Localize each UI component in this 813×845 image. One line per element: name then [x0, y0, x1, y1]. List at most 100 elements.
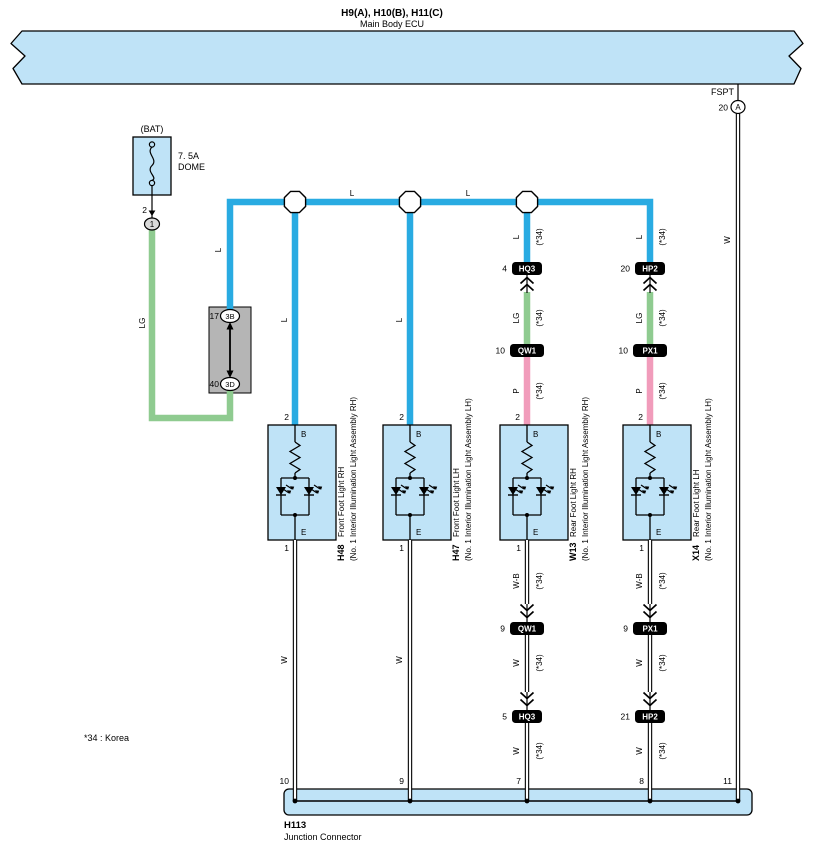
pin-out-h48: 1 [284, 543, 289, 553]
assembly-detail-h48: (No. 1 Interior Illumination Light Assem… [349, 397, 358, 561]
wire-note-k34-w-x14-mid: (*34) [658, 654, 667, 672]
connector-box-hp2-bottom [635, 710, 665, 723]
assembly-box-h48 [267, 424, 337, 541]
wire-label-w-h47: W [395, 656, 404, 664]
wire-label-w-x14-mid: W [635, 659, 644, 667]
wire-label-lg-x14: LG [635, 313, 644, 324]
pin-out-w13: 1 [516, 543, 521, 553]
connector-pin-hp2-bottom: 21 [621, 712, 631, 722]
pin-in-h48: 2 [284, 412, 289, 422]
terminal-b-h47: B [416, 430, 421, 439]
wire-label-wb-w13: W-B [512, 573, 521, 588]
fuse-rating: 7. 5A [178, 151, 199, 161]
fuse-pin-arrow [148, 210, 156, 216]
connector-pin-px1-top: 10 [619, 346, 629, 356]
ecu-title: H9(A), H10(B), H11(C) [341, 8, 443, 19]
wire-l-bus [226, 198, 654, 311]
wire-note-k34-wb-x14: (*34) [658, 572, 667, 590]
junction-pin-ecu: 11 [723, 776, 732, 786]
wire-note-k34-p-x14: (*34) [658, 382, 667, 400]
assembly-box-h47 [382, 424, 452, 541]
wire-label-l-relay: L [214, 247, 223, 252]
connector-pin-qw1-top: 10 [496, 346, 506, 356]
connector-box-hq3-bottom [512, 710, 542, 723]
connector-1-oval [143, 217, 161, 231]
connector-box-hp2-top [635, 262, 665, 275]
assembly-box-w13 [499, 424, 569, 541]
relay-arrow-down [226, 370, 234, 378]
junction-pin-w13: 7 [516, 776, 521, 786]
assembly-id-x14: X14 [691, 545, 701, 561]
assembly-name-h47: Front Foot Light LH [452, 468, 461, 537]
assembly-detail-w13: (No. 1 Interior Illumination Light Assem… [581, 397, 590, 561]
wire-label-wb-x14: W-B [635, 573, 644, 588]
splice-octagon-2 [398, 190, 422, 214]
terminal-e-x14: E [656, 528, 661, 537]
connector-box-px1-bottom [633, 622, 667, 635]
junction-connector-box [283, 788, 753, 816]
connector-3b-label: 3B [225, 312, 234, 321]
connector-label-px1-top: PX1 [642, 347, 658, 356]
connector-3d-oval [219, 376, 241, 392]
wire-note-k34-l-w13: (*34) [535, 228, 544, 246]
wire-label-w-w13-mid: W [512, 659, 521, 667]
pin-in-h47: 2 [399, 412, 404, 422]
assembly-id-w13: W13 [568, 542, 578, 561]
terminal-e-h48: E [301, 528, 306, 537]
assembly-box-x14 [622, 424, 692, 541]
wire-note-k34-wb-w13: (*34) [535, 572, 544, 590]
bat-label: (BAT) [141, 124, 164, 134]
wire-label-l-w13: L [512, 234, 521, 239]
connector-label-px1-bottom: PX1 [642, 625, 658, 634]
wire-label-p-x14: P [635, 388, 644, 393]
pin-in-x14: 2 [638, 412, 643, 422]
relay-arrow-up [226, 322, 234, 330]
wire-label-w-w13-low: W [512, 747, 521, 755]
wire-lg-battery [148, 228, 234, 422]
pin-out-x14: 1 [639, 543, 644, 553]
wire-note-k34-lg-w13: (*34) [535, 309, 544, 327]
junction-pin-h47: 9 [399, 776, 404, 786]
ecu-subtitle: Main Body ECU [360, 19, 424, 29]
wire-label-p-w13: P [512, 388, 521, 393]
wire-note-k34-w-w13-low: (*34) [535, 742, 544, 760]
junction-dot-1 [292, 798, 298, 804]
wire-note-k34-p-w13: (*34) [535, 382, 544, 400]
pin-in-w13: 2 [515, 412, 520, 422]
connector-a-oval [730, 99, 746, 115]
connector-box-qw1-top [510, 344, 544, 357]
connector-1-label: 1 [150, 220, 155, 229]
wire-label-w-ecu: W [723, 236, 732, 244]
note-korea: *34 : Korea [84, 733, 129, 743]
junction-id: H113 [284, 820, 306, 831]
relay-pin-17: 17 [210, 311, 220, 321]
ecu-band [10, 30, 804, 85]
connector-pin-hq3-bottom: 5 [502, 712, 507, 722]
connector-label-qw1-top: QW1 [518, 347, 537, 356]
terminal-e-h47: E [416, 528, 421, 537]
junction-dot-5 [735, 798, 741, 804]
junction-dot-2 [407, 798, 413, 804]
assembly-detail-x14: (No. 1 Interior Illumination Light Assem… [704, 398, 713, 561]
wire-label-l-x14: L [635, 234, 644, 239]
connector-a-label: A [735, 103, 741, 112]
fuse-name: DOME [178, 162, 205, 172]
wire-note-k34-w-x14-low: (*34) [658, 742, 667, 760]
fspt-label: FSPT [711, 87, 735, 97]
wire-label-w-h48: W [280, 656, 289, 664]
connector-3d-label: 3D [225, 380, 235, 389]
connector-pin-px1-bottom: 9 [623, 624, 628, 634]
junction-pin-h48: 10 [280, 776, 290, 786]
connector-box-px1-top [633, 344, 667, 357]
connector-label-hq3-bottom: HQ3 [519, 713, 536, 722]
wire-note-k34-lg-x14: (*34) [658, 309, 667, 327]
wire-label-l-bus-2: L [466, 189, 471, 198]
fuse-pin-number: 2 [142, 205, 147, 215]
wire-note-k34-w-w13-mid: (*34) [535, 654, 544, 672]
wire-label-lg-w13: LG [512, 313, 521, 324]
wire-label-l-bus-1: L [350, 189, 355, 198]
wire-label-w-x14-low: W [635, 747, 644, 755]
connector-3b-oval [219, 308, 241, 324]
relay-pin-40: 40 [210, 379, 220, 389]
